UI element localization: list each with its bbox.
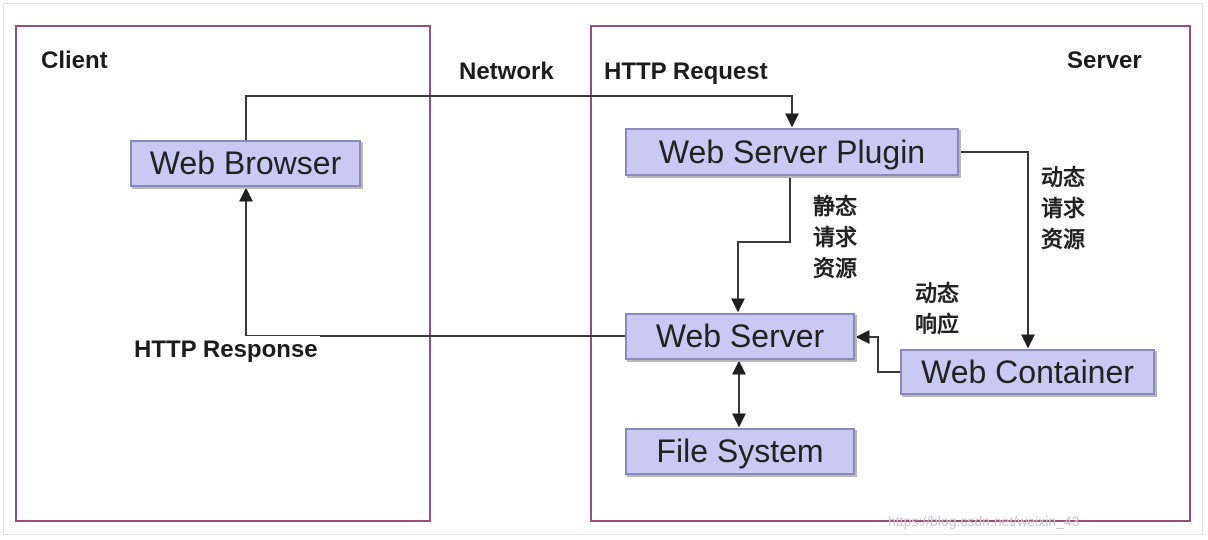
server-label: Server <box>1067 47 1142 74</box>
http-request-label: HTTP Request <box>604 58 768 85</box>
dynamic-response-label: 动态 响应 <box>915 279 959 341</box>
dynamic-response-arrow <box>855 330 900 373</box>
http-response-label: HTTP Response <box>132 336 320 364</box>
web-browser-box: Web Browser <box>130 140 361 187</box>
client-panel <box>15 25 431 522</box>
web-container-box: Web Container <box>900 349 1155 395</box>
static-request-resource-label: 静态 请求 资源 <box>813 192 857 285</box>
static-line-2: 请求 <box>813 226 858 251</box>
http-response-arrow <box>239 187 625 337</box>
network-label: Network <box>459 58 554 85</box>
outer-frame <box>3 3 1203 535</box>
static-line-3: 资源 <box>813 257 858 282</box>
http-request-arrow <box>245 95 799 140</box>
static-line-1: 静态 <box>813 195 858 220</box>
file-system-box: File System <box>625 428 855 475</box>
dynamic-line-1: 动态 <box>1041 166 1086 191</box>
dynamic-line-3: 资源 <box>1041 228 1086 253</box>
web-server-box: Web Server <box>625 313 855 360</box>
dynamic-line-2: 请求 <box>1041 197 1086 222</box>
web-server-plugin-box: Web Server Plugin <box>625 128 959 176</box>
static-request-arrow <box>731 176 791 313</box>
dynamic-request-resource-label: 动态 请求 资源 <box>1041 163 1085 256</box>
watermark: https://blog.csdn.net/weixin_43 <box>888 513 1080 529</box>
dynamic-response-line-1: 动态 <box>915 282 960 307</box>
client-label: Client <box>41 47 108 74</box>
dynamic-response-line-2: 响应 <box>915 313 960 338</box>
dynamic-request-arrow <box>959 151 1035 349</box>
